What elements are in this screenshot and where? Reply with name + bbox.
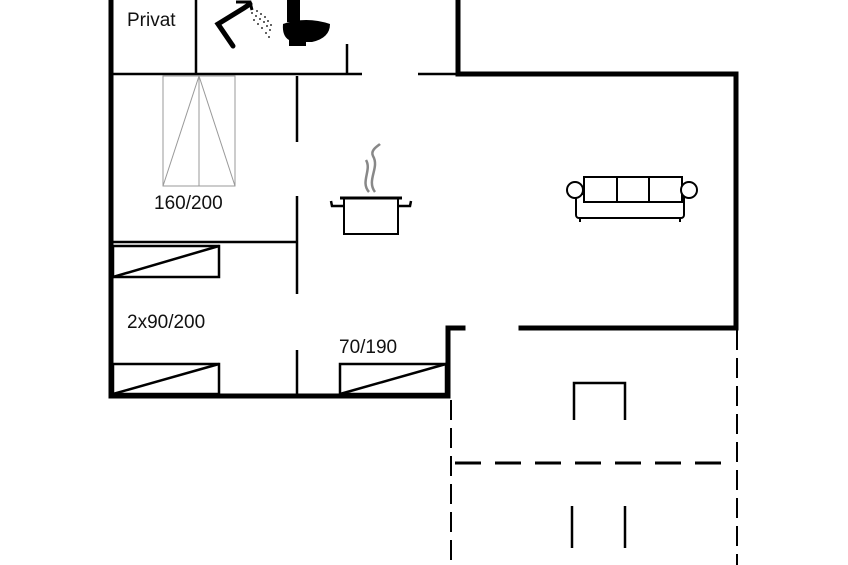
interior-walls	[111, 0, 458, 394]
room-label-private: Privat	[127, 10, 176, 31]
outer-walls	[108, 0, 739, 399]
table-icon	[570, 381, 627, 548]
bed-size-twin: 2x90/200	[127, 312, 205, 333]
bed-size-single: 70/190	[339, 337, 397, 358]
twin-bed-bottom	[111, 362, 221, 396]
shower-icon	[214, 0, 272, 49]
twin-bed-top	[111, 244, 221, 279]
bed-size-double: 160/200	[154, 193, 223, 214]
double-bed	[162, 75, 236, 187]
toilet-icon	[282, 0, 330, 46]
sofa-icon	[566, 176, 698, 222]
single-bed	[338, 362, 448, 396]
terrace-outline	[450, 330, 738, 565]
cooking-pot-icon	[329, 143, 413, 235]
